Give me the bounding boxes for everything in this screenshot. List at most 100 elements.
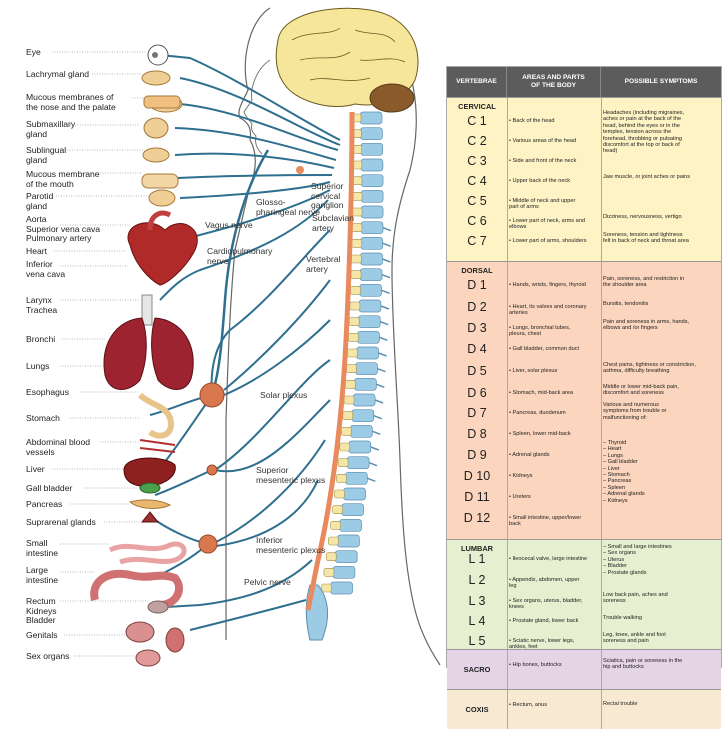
nerve-fiber <box>215 479 319 547</box>
nerve-fiber <box>177 174 333 179</box>
nerve-fiber <box>179 181 331 199</box>
label-esophagus: Esophagus <box>26 387 70 397</box>
vertebra-spine <box>378 352 387 357</box>
vertebra-body <box>349 424 373 438</box>
body-area: • Liver, solar plexus <box>509 368 558 374</box>
left-lung <box>103 317 147 390</box>
label-submaxillary: Submaxillary gland <box>26 119 76 139</box>
suprarenal-organ <box>140 511 160 523</box>
body-area: • Side and front of the neck <box>509 158 577 164</box>
nerve-fiber <box>154 469 213 496</box>
vertebra-code: D 7 <box>467 406 487 420</box>
organs <box>90 44 198 667</box>
symptom-text: Various and numerous symptoms from troub… <box>603 402 667 421</box>
vertebra-spine <box>381 273 391 279</box>
vertebra-body <box>353 377 377 391</box>
symptom-text: Headaches (including migraines, aches or… <box>603 110 685 155</box>
vertebra-body <box>360 205 384 219</box>
nerve-fiber <box>214 399 331 473</box>
body-area: • Hip bones, buttocks <box>509 662 562 668</box>
vertebra-code: D 8 <box>467 427 487 441</box>
vertebra-body <box>359 268 383 282</box>
vertebra-body <box>360 142 384 156</box>
vertebra-body <box>332 565 356 579</box>
vertebra-code: D 4 <box>467 342 487 356</box>
vertebra-code: C 2 <box>467 134 487 148</box>
vertebra-body <box>348 440 372 454</box>
vertebra-body <box>330 581 353 595</box>
label-liver: Liver <box>26 464 45 474</box>
symptom-text: Dizziness, nervousness, vertigo <box>603 214 682 220</box>
vertebra-process <box>350 286 361 295</box>
body-area: • Pancreas, duodenum <box>509 410 566 416</box>
vertebra-process <box>349 301 361 311</box>
section-name: SACRO <box>463 665 491 674</box>
vertebra-spine <box>374 399 384 404</box>
vertebra-spine <box>377 367 386 373</box>
section-name: COXIS <box>465 705 489 714</box>
vertebra-code: D 2 <box>467 300 487 314</box>
header-vertebrae: VERTEBRAE <box>447 67 507 97</box>
symptom-text: Pain and soreness in arms, hands, elbows… <box>603 319 690 332</box>
superior-mesenteric-node <box>206 464 218 476</box>
label-abdominal-vessels: Abdominal blood vessels <box>26 437 91 457</box>
label-superior-cervical: Superior cervical ganglion <box>311 181 344 211</box>
inferior-mesenteric-node <box>198 534 218 554</box>
vertebra-process <box>346 364 357 373</box>
vertebra-body <box>360 158 384 172</box>
label-vagus: Vagus nerve <box>205 220 253 230</box>
vertebra-code: C 5 <box>467 194 487 208</box>
label-pelvic: Pelvic nerve <box>244 577 291 587</box>
vertebra-spine <box>373 414 383 420</box>
vertebra-process <box>328 536 339 546</box>
vertebra-code: C 4 <box>467 174 487 188</box>
label-stomach: Stomach <box>26 413 60 423</box>
bladder-organ <box>125 621 155 643</box>
solar-plexus-node <box>199 382 225 408</box>
symptom-text: Low back pain, aches and soreness <box>603 592 668 605</box>
symptom-text: Soreness, tension and tightness felt in … <box>603 232 689 245</box>
nerve-fiber <box>149 559 313 609</box>
vertebra-process <box>337 458 349 467</box>
vertebra-process <box>345 380 356 389</box>
label-parotid: Parotid gland <box>26 191 54 211</box>
vertebra-code: L 4 <box>468 614 486 628</box>
label-genitals: Genitals <box>26 630 58 640</box>
label-eye: Eye <box>26 47 41 57</box>
vertebra-body <box>344 471 368 485</box>
vertebra-process <box>348 333 359 342</box>
body-area: • Back of the head <box>509 118 555 124</box>
body-area: • Various areas of the head <box>509 138 577 144</box>
label-vertebral: Vertebral artery <box>306 254 341 274</box>
vertebra-spine <box>367 477 376 483</box>
liver-organ <box>123 457 176 487</box>
body-area: • Small intestine, upper/lower back <box>509 515 582 528</box>
vertebra-code: D 11 <box>464 490 490 504</box>
vertebra-code: D 6 <box>467 386 487 400</box>
nerve-fiber <box>223 319 331 396</box>
body-area: • Kidneys <box>509 473 533 479</box>
nervous-system-diagram: Eye Lachrymal gland Mucous membranes of … <box>26 7 722 729</box>
label-inferior-vena-cava: Inferior vena cava <box>26 259 66 279</box>
leader-lines <box>52 51 150 657</box>
symptom-text: – Small and large intestines – Sex organ… <box>603 544 672 576</box>
symptom-text: Chest pains, tightness or constriction, … <box>603 362 696 375</box>
body-area: • Upper back of the neck <box>509 178 571 184</box>
face-profile <box>243 59 271 155</box>
trachea <box>141 294 153 326</box>
vertebra-spine <box>382 242 391 248</box>
vertebra-spine <box>382 258 391 263</box>
nerve-fiber <box>210 229 331 396</box>
vertebra-body <box>356 346 379 360</box>
right-lung <box>151 317 194 390</box>
vertebra-body <box>359 283 382 297</box>
label-superior-mesenteric: Superior mesenteric plexus <box>256 465 326 485</box>
table-header: VERTEBRAE AREAS AND PARTS OF THE BODY PO… <box>447 67 721 97</box>
vertebra-body <box>360 174 384 188</box>
body-area: • Stomach, mid-back area <box>509 390 574 396</box>
nerve-fiber <box>179 77 341 146</box>
vertebra-code: L 5 <box>468 634 486 648</box>
